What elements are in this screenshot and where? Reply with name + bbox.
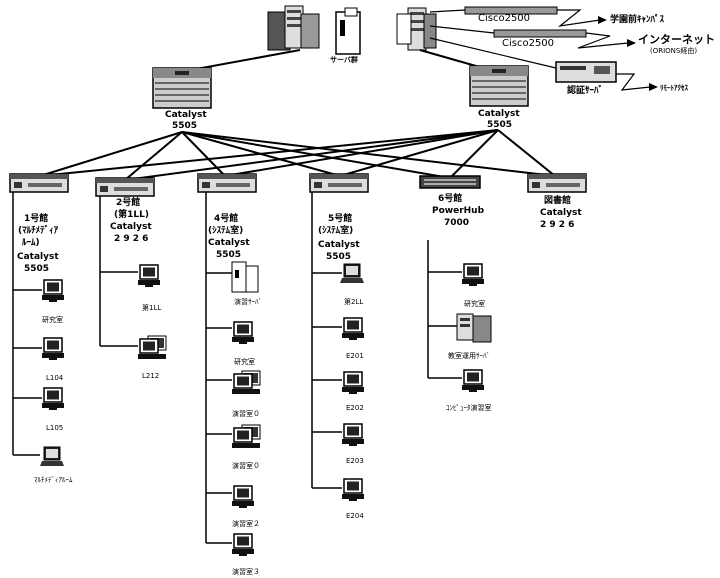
- b4-line4: 5505: [216, 250, 242, 260]
- b4-line1: 4号館: [214, 214, 239, 224]
- b2-line2: (第1LL): [114, 210, 149, 220]
- pc-b4-exercise-2: [231, 485, 255, 509]
- pc-b1-l105: [41, 387, 65, 411]
- b4-client-4: 演習室０: [232, 462, 260, 470]
- b4-line3: Catalyst: [208, 238, 250, 248]
- cisco-label-1: Cisco2500: [478, 13, 531, 24]
- server-b6-classroom: [456, 313, 492, 343]
- backbone-mesh: [39, 129, 556, 181]
- switch-building-4: [197, 173, 257, 193]
- campus-label: 学園前ｷｬﾝﾊﾟｽ: [610, 15, 665, 25]
- b5-line2: (ｼｽﾃﾑ室): [318, 226, 354, 236]
- b1-client-3: L105: [46, 424, 64, 432]
- lib-line2: Catalyst: [540, 208, 582, 218]
- pc-b4-exercise-0b: [231, 424, 261, 449]
- core-switch-right: [469, 65, 529, 107]
- core-left-model: 5505: [172, 121, 198, 131]
- pc-b5-e203: [341, 423, 365, 447]
- b5-line1: 5号館: [328, 214, 353, 224]
- switch-building-2: [95, 177, 155, 197]
- core-switch-left: [152, 67, 212, 109]
- core-right-model: 5505: [487, 120, 513, 130]
- server-group-label: サーバ群: [330, 56, 358, 64]
- b6-client-3: ｺﾝﾋﾟｭｰﾀ演習室: [446, 404, 492, 412]
- b1-line1: 1号館: [24, 214, 49, 224]
- b5-line3: Catalyst: [318, 240, 360, 250]
- core-right-name: Catalyst: [478, 109, 520, 119]
- b4-line2: (ｼｽﾃﾑ室): [208, 226, 244, 236]
- access-lines: [12, 192, 462, 544]
- b2-line1: 2号館: [116, 198, 141, 208]
- pc-b5-e202: [341, 371, 365, 395]
- b6-client-1: 研究室: [464, 300, 485, 308]
- b6-client-2: 教室運用ｻｰﾊﾞ: [448, 352, 490, 360]
- switch-library: [527, 173, 587, 193]
- pc-b6-computer-lab: [461, 369, 485, 393]
- b1-client-2: L104: [46, 374, 64, 382]
- server-group: [267, 5, 361, 55]
- b6-line3: 7000: [444, 218, 470, 228]
- lib-line3: 2 9 2 6: [540, 220, 575, 230]
- b4-client-1: 演習ｻｰﾊﾞ: [234, 298, 262, 306]
- switch-building-1: [9, 173, 69, 193]
- pc-b4-exercise-3: [231, 533, 255, 557]
- b2-line4: 2 9 2 6: [114, 234, 149, 244]
- pc-b1-l104: [41, 337, 65, 361]
- b6-line2: PowerHub: [432, 206, 485, 216]
- pc-b6-lab: [461, 263, 485, 287]
- switch-building-6: [419, 175, 481, 189]
- laptop-b1-multimedia: [39, 446, 65, 467]
- laptop-b5-2ll: [339, 263, 365, 284]
- b2-client-1: 第1LL: [142, 304, 162, 312]
- b4-client-3: 演習室０: [232, 410, 260, 418]
- b1-line5: 5505: [24, 264, 50, 274]
- b6-line1: 6号館: [438, 194, 463, 204]
- server-b4-exercise: [231, 261, 259, 293]
- b2-line3: Catalyst: [110, 222, 152, 232]
- internet-label: インターネット: [638, 33, 715, 46]
- switch-building-5: [309, 173, 369, 193]
- pc-b2-l212: [137, 335, 167, 360]
- b4-client-2: 研究室: [234, 358, 255, 366]
- b1-line3: ﾙｰﾑ): [22, 238, 40, 248]
- b1-line4: Catalyst: [17, 252, 59, 262]
- b5-client-3: E202: [346, 404, 364, 412]
- b5-client-5: E204: [346, 512, 364, 520]
- lib-line1: 図書館: [544, 196, 572, 206]
- core-left-name: Catalyst: [165, 110, 207, 120]
- b4-client-6: 演習室３: [232, 568, 260, 576]
- auth-server-label: 認証ｻｰﾊﾞ: [567, 86, 604, 96]
- b5-client-4: E203: [346, 457, 364, 465]
- b5-client-1: 第2LL: [344, 298, 364, 306]
- b1-client-1: 研究室: [42, 316, 63, 324]
- orions-label: (ORIONS経由): [650, 47, 698, 55]
- pc-b4-lab: [231, 321, 255, 345]
- wan-lines: [429, 9, 651, 91]
- pc-b2-1ll: [137, 264, 161, 288]
- router-rack: [396, 7, 437, 51]
- pc-b5-e204: [341, 478, 365, 502]
- cisco-label-2: Cisco2500: [502, 38, 555, 49]
- pc-b1-lab: [41, 279, 65, 303]
- b1-line2: (ﾏﾙﾁﾒﾃﾞｨｱ: [18, 226, 59, 236]
- pc-b5-e201: [341, 317, 365, 341]
- cisco-router-2: [493, 29, 587, 38]
- pc-b4-exercise-0a: [231, 370, 261, 395]
- b5-client-2: E201: [346, 352, 364, 360]
- b2-client-2: L212: [142, 372, 160, 380]
- b1-client-4: ﾏﾙﾁﾒﾃﾞｨｱﾙｰﾑ: [34, 476, 73, 484]
- b4-client-5: 演習室２: [232, 520, 260, 528]
- auth-server: [555, 61, 617, 83]
- b5-line4: 5505: [326, 252, 352, 262]
- wan-arrows: [598, 16, 658, 91]
- remote-access-label: ﾘﾓｰﾄｱｸｾｽ: [660, 84, 688, 92]
